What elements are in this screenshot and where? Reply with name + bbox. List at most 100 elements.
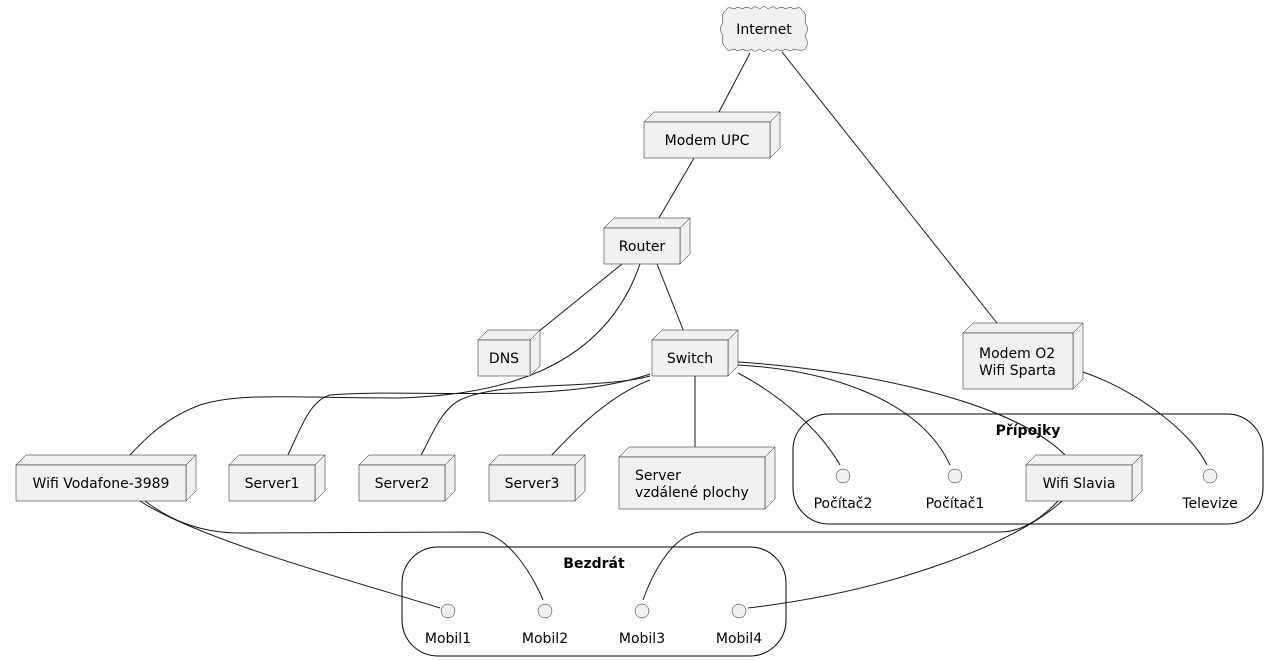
node-server1[interactable]: Server1	[228, 454, 326, 502]
node-side-face	[764, 446, 776, 510]
group-title: Bezdrát	[563, 556, 625, 572]
node-router[interactable]: Router	[603, 217, 691, 265]
interface-mobil1[interactable]: Mobil1	[425, 603, 471, 647]
node-label: vzdálené plochy	[635, 485, 749, 501]
edge-modem_upc-router	[658, 157, 695, 219]
node-label: Modem O2	[979, 346, 1055, 362]
interface-label: Počítač1	[926, 496, 985, 512]
node-side-face	[1072, 322, 1084, 390]
node-top-face	[477, 329, 541, 341]
node-server3[interactable]: Server3	[488, 454, 586, 502]
node-label: Server	[635, 468, 681, 484]
interface-circle-icon	[1202, 468, 1218, 484]
node-wifi-vodafone[interactable]: Wifi Vodafone-3989	[15, 454, 197, 502]
edge-switch-wifi_slavia	[737, 361, 1066, 456]
node-label: Wifi Slavia	[1043, 476, 1116, 492]
cloud-layer: Internet	[720, 6, 808, 52]
interface-circle-icon	[634, 603, 650, 619]
edge-router-wifi_vodafone	[127, 263, 641, 458]
node-front-face	[643, 121, 771, 159]
cloud-label: Internet	[736, 22, 792, 38]
node-label: Server2	[375, 476, 430, 492]
node-front-face	[1025, 464, 1133, 502]
node-top-face	[651, 329, 739, 341]
interface-pocitac2[interactable]: Počítač2	[814, 468, 873, 512]
interface-circle-icon	[537, 603, 553, 619]
edge-switch-server2	[419, 375, 651, 458]
edge-wifi_slavia-mobil4	[747, 500, 1063, 609]
node-front-face	[651, 339, 729, 377]
node-top-face	[643, 111, 781, 123]
node-front-face	[15, 464, 187, 502]
interface-mobil2[interactable]: Mobil2	[522, 603, 568, 647]
node-wifi-slavia[interactable]: Wifi Slavia	[1025, 454, 1143, 502]
interface-circle-icon	[440, 603, 456, 619]
node-top-face	[1025, 454, 1143, 466]
edge-internet-modem_upc	[718, 52, 751, 113]
interface-label: Mobil3	[619, 631, 665, 647]
cloud-internet: Internet	[720, 6, 808, 52]
interface-pocitac1[interactable]: Počítač1	[926, 468, 985, 512]
group-title: Přípojky	[996, 423, 1061, 439]
interface-label: Mobil2	[522, 631, 568, 647]
interface-label: Televize	[1181, 496, 1237, 512]
cloud-shape	[720, 6, 808, 52]
node-top-face	[603, 217, 691, 229]
interface-label: Počítač2	[814, 496, 873, 512]
interface-label: Mobil1	[425, 631, 471, 647]
node-front-face	[962, 332, 1074, 390]
node-front-face	[228, 464, 316, 502]
node-dns[interactable]: DNS	[477, 329, 541, 377]
edge-modem_o2-televize	[1072, 368, 1208, 466]
edge-wifi_vodafone-mobil1	[139, 500, 441, 609]
node-label: Server1	[245, 476, 300, 492]
edge-internet-modem_o2	[781, 51, 998, 324]
edge-switch-server3	[549, 379, 651, 458]
node-top-face	[962, 322, 1084, 334]
node-modem-upc[interactable]: Modem UPC	[643, 111, 781, 159]
group-frame	[401, 546, 787, 657]
interface-circle-icon	[731, 603, 747, 619]
interface-circle-icon	[947, 468, 963, 484]
edge-router-dns	[537, 263, 623, 333]
node-top-face	[228, 454, 326, 466]
interface-mobil4[interactable]: Mobil4	[716, 603, 762, 647]
node-top-face	[488, 454, 586, 466]
node-label: DNS	[489, 351, 519, 367]
group-frame	[792, 413, 1264, 525]
edges-layer	[127, 51, 1208, 609]
node-front-face	[488, 464, 576, 502]
interface-mobil3[interactable]: Mobil3	[619, 603, 665, 647]
node-label: Wifi Vodafone-3989	[33, 476, 170, 492]
edge-wifi_slavia-mobil3	[642, 500, 1059, 601]
node-front-face	[618, 456, 766, 510]
node-label: Wifi Sparta	[979, 363, 1056, 379]
node-front-face	[477, 339, 531, 377]
node-front-face	[603, 227, 681, 265]
node-label: Server3	[505, 476, 560, 492]
edge-switch-pocitac2	[737, 372, 841, 466]
node-label: Modem UPC	[665, 133, 750, 149]
interface-circle-icon	[835, 468, 851, 484]
group-bezdrat: Bezdrát	[401, 546, 787, 657]
node-switch[interactable]: Switch	[651, 329, 739, 377]
node-front-face	[358, 464, 446, 502]
node-server2[interactable]: Server2	[358, 454, 456, 502]
group-pripojky: Přípojky	[792, 413, 1264, 525]
interface-label: Mobil4	[716, 631, 762, 647]
edge-router-switch	[656, 263, 685, 333]
node-label: Router	[619, 239, 666, 255]
edge-wifi_vodafone-mobil2	[144, 500, 544, 601]
node-label: Switch	[667, 351, 713, 367]
edge-switch-pocitac1	[737, 364, 951, 466]
edge-switch-server1	[286, 373, 651, 458]
interface-televize[interactable]: Televize	[1181, 468, 1238, 512]
node-top-face	[358, 454, 456, 466]
node-top-face	[15, 454, 197, 466]
